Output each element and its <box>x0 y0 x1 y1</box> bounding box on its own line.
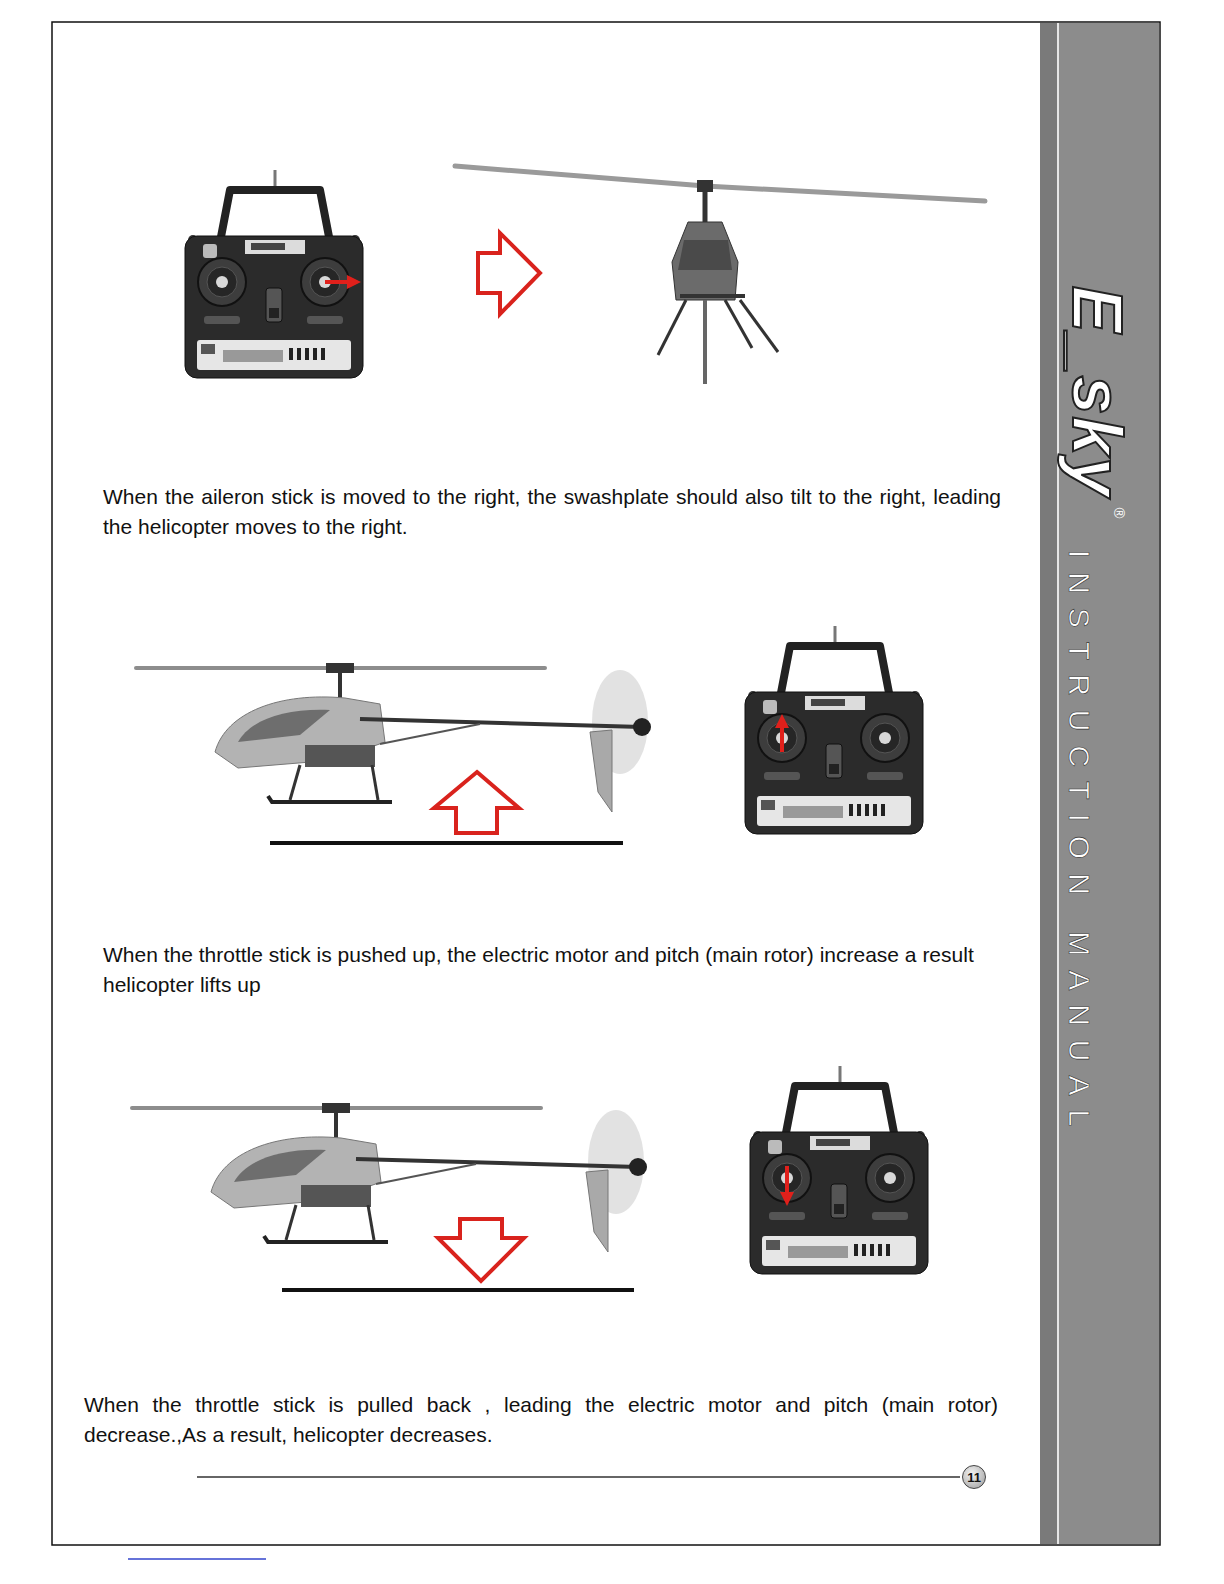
sidebar-rule <box>1057 23 1059 1544</box>
brand-logo: E_sky <box>1057 286 1137 498</box>
right-arrow <box>478 233 540 314</box>
transmitter <box>185 170 363 378</box>
link-rule <box>128 1558 266 1560</box>
paragraph: When the throttle stick is pulled back ,… <box>84 1390 998 1450</box>
transmitter <box>745 626 923 834</box>
page-border <box>52 22 1160 1545</box>
page-number: 11 <box>967 1470 981 1485</box>
ground-line <box>270 841 623 845</box>
down-arrow <box>438 1219 524 1281</box>
helicopter-side <box>136 663 651 812</box>
ground-line <box>282 1288 634 1292</box>
registered-mark: ® <box>1111 507 1128 518</box>
helicopter-side <box>132 1103 647 1252</box>
transmitter <box>750 1066 928 1274</box>
sidebar <box>1040 23 1159 1544</box>
paragraph: When the aileron stick is moved to the r… <box>103 482 1001 542</box>
sidebar-strip <box>1040 23 1057 1544</box>
up-arrow <box>434 772 519 833</box>
helicopter-front <box>455 166 985 384</box>
footer-rule <box>197 1476 960 1478</box>
sidebar-title: INSTRUCTION MANUAL <box>1062 550 1096 1140</box>
paragraph: When the throttle stick is pushed up, th… <box>103 940 975 1000</box>
page-number-circle: 11 <box>962 1465 986 1489</box>
